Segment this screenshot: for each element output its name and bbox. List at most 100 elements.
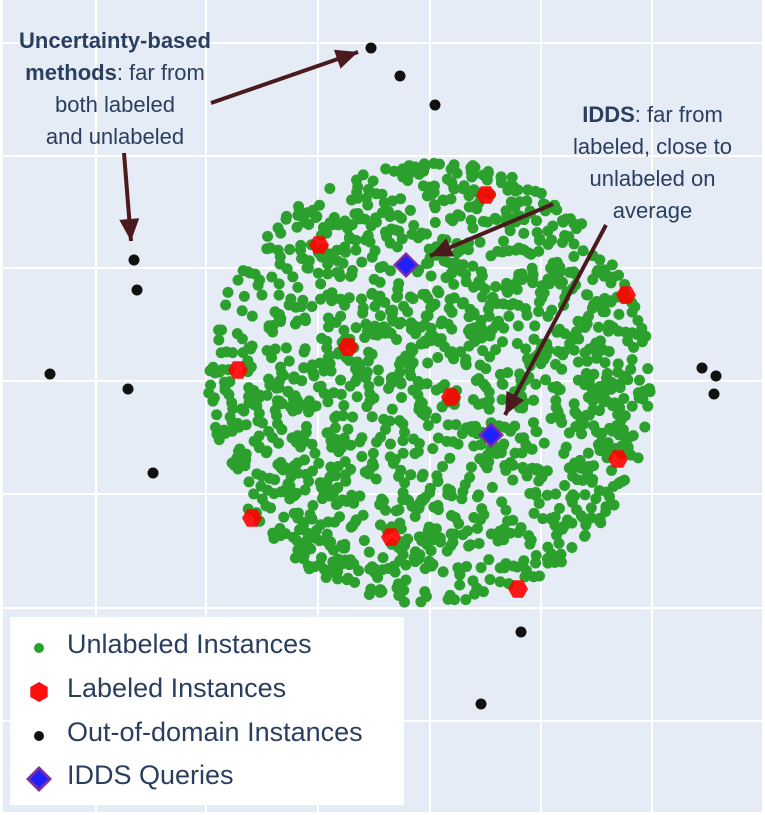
unlabeled-point [309, 447, 321, 459]
unlabeled-point [355, 293, 367, 305]
unlabeled-point [352, 207, 364, 219]
unlabeled-point [422, 524, 434, 536]
legend-item-unlabeled[interactable]: Unlabeled Instances [10, 625, 404, 665]
arrow-head [333, 49, 358, 69]
legend-item-labeled[interactable]: Labeled Instances [10, 669, 404, 709]
unlabeled-point [406, 228, 418, 240]
unlabeled-point [346, 219, 358, 231]
unlabeled-point [454, 579, 466, 591]
unlabeled-point [292, 512, 304, 524]
unlabeled-point [606, 259, 618, 271]
unlabeled-point [547, 257, 559, 269]
unlabeled-point [405, 469, 417, 481]
unlabeled-point [553, 537, 565, 549]
unlabeled-point [236, 333, 248, 345]
unlabeled-point [437, 566, 449, 578]
legend-item-idds-queries[interactable]: IDDS Queries [10, 756, 404, 796]
unlabeled-point [474, 319, 486, 331]
unlabeled-point [409, 161, 421, 173]
unlabeled-point [533, 306, 545, 318]
unlabeled-point [347, 411, 359, 423]
unlabeled-point [292, 430, 304, 442]
unlabeled-point [626, 400, 638, 412]
unlabeled-point [314, 477, 326, 489]
out-of-domain-point [429, 99, 441, 111]
unlabeled-point [399, 477, 411, 489]
unlabeled-point [364, 395, 376, 407]
unlabeled-point [371, 329, 383, 341]
unlabeled-point [522, 247, 534, 259]
unlabeled-point [335, 293, 347, 305]
annotation-idds-line3: unlabeled on [589, 166, 716, 191]
unlabeled-point [366, 287, 378, 299]
out-of-domain-points [44, 42, 722, 710]
unlabeled-point [381, 324, 393, 336]
unlabeled-point [579, 347, 591, 359]
arrow-head [430, 238, 455, 257]
unlabeled-point [407, 344, 419, 356]
unlabeled-point [442, 419, 454, 431]
unlabeled-point [594, 254, 606, 266]
unlabeled-point [224, 376, 236, 388]
unlabeled-point [385, 372, 397, 384]
unlabeled-point [613, 429, 625, 441]
unlabeled-point [292, 457, 304, 469]
unlabeled-point [429, 202, 441, 214]
unlabeled-point [578, 418, 590, 430]
unlabeled-point [502, 367, 514, 379]
unlabeled-point [515, 522, 527, 534]
unlabeled-point [576, 428, 588, 440]
labeled-point [616, 286, 636, 304]
unlabeled-point [450, 419, 462, 431]
unlabeled-point [302, 560, 314, 572]
unlabeled-point [331, 410, 343, 422]
unlabeled-point [367, 447, 379, 459]
unlabeled-point [264, 379, 276, 391]
unlabeled-point [558, 520, 570, 532]
unlabeled-point [637, 386, 649, 398]
unlabeled-point [512, 320, 524, 332]
unlabeled-point [564, 337, 576, 349]
out-of-domain-point [696, 362, 708, 374]
unlabeled-point [342, 423, 354, 435]
unlabeled-point [266, 271, 278, 283]
unlabeled-point [349, 576, 361, 588]
unlabeled-point [356, 256, 368, 268]
unlabeled-point [326, 468, 338, 480]
unlabeled-point [460, 353, 472, 365]
unlabeled-point [506, 171, 518, 183]
unlabeled-point [497, 440, 509, 452]
unlabeled-point [582, 447, 594, 459]
unlabeled-point [448, 159, 460, 171]
unlabeled-point [369, 320, 381, 332]
unlabeled-point [442, 318, 454, 330]
legend-item-out-of-domain[interactable]: Out-of-domain Instances [10, 713, 404, 753]
unlabeled-point [518, 227, 530, 239]
unlabeled-point [538, 437, 550, 449]
labeled-point [381, 528, 401, 546]
unlabeled-point [619, 410, 631, 422]
unlabeled-point [367, 175, 379, 187]
unlabeled-point [354, 359, 366, 371]
unlabeled-point [443, 302, 455, 314]
unlabeled-point [568, 238, 580, 250]
unlabeled-point [467, 575, 479, 587]
unlabeled-points [203, 157, 656, 608]
unlabeled-point [388, 560, 400, 572]
unlabeled-point [211, 428, 223, 440]
unlabeled-point [592, 321, 604, 333]
unlabeled-point [582, 289, 594, 301]
unlabeled-point [263, 425, 275, 437]
unlabeled-point [623, 432, 635, 444]
unlabeled-point [422, 357, 434, 369]
unlabeled-point [523, 530, 535, 542]
unlabeled-point [481, 462, 493, 474]
unlabeled-point [430, 412, 442, 424]
unlabeled-point [497, 246, 509, 258]
unlabeled-point [394, 415, 406, 427]
unlabeled-point [315, 380, 327, 392]
unlabeled-point [432, 432, 444, 444]
unlabeled-point [618, 393, 630, 405]
labeled-point [608, 450, 628, 468]
annotation-uncertainty-line3: both labeled [55, 92, 175, 117]
